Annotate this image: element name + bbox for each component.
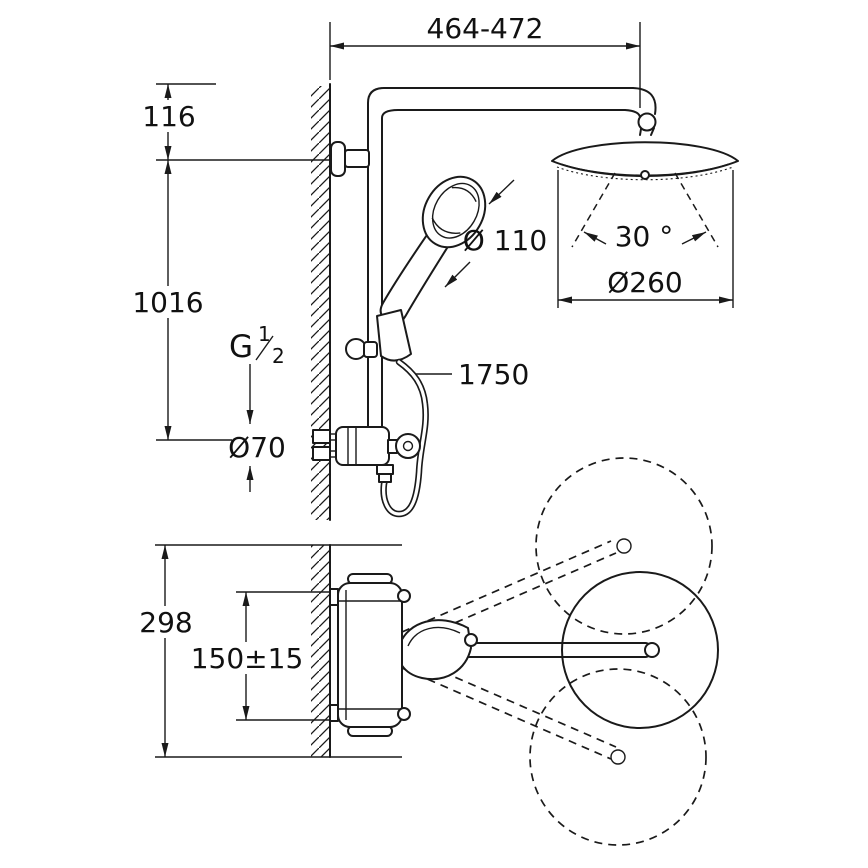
swivel-radius-upper <box>535 457 713 635</box>
thread-letter: G <box>229 329 253 365</box>
dim-height-lower-label: 298 <box>139 606 192 639</box>
dim-hand-shower-label: Ø 110 <box>463 224 547 257</box>
thermostat-valve-side <box>329 573 411 737</box>
thread-denominator: 2 <box>272 344 285 368</box>
swivel-radius-lower <box>529 668 707 846</box>
hand-shower-top-view <box>397 619 478 681</box>
shower-riser-pipe <box>367 87 657 428</box>
dim-hose-length: 1750 <box>416 358 529 391</box>
dim-head-diameter: Ø260 <box>557 170 734 308</box>
hand-shower-head <box>421 175 487 249</box>
valve-body <box>335 426 390 466</box>
thermostat-valve-front <box>312 426 421 483</box>
dim-height-upper: 1016 <box>132 159 332 441</box>
dim-height-upper-label: 1016 <box>132 286 203 319</box>
supply-union-top <box>312 429 331 444</box>
swivel-radius-solid <box>561 571 719 729</box>
hose-outlet <box>376 464 394 475</box>
head-ball-joint <box>637 112 657 132</box>
dim-wall-offset-label: 116 <box>142 100 195 133</box>
swivel-arm-lower-dashed <box>401 654 617 760</box>
dim-arm-height-range-label: 150±15 <box>191 642 304 675</box>
head-shower-front <box>551 141 739 181</box>
swivel-arm-upper-dashed <box>401 540 617 646</box>
dim-arm-height-range: 150±15 <box>191 591 333 721</box>
shower-hose <box>380 358 429 518</box>
dim-escutcheon-diameter: Ø70 <box>228 431 286 492</box>
spray-angle-label: 30 ° <box>615 220 674 253</box>
dim-top-width-label: 464-472 <box>427 12 544 45</box>
holder-cone <box>376 309 412 362</box>
wall-section-lower <box>311 544 331 758</box>
dim-head-diameter-label: Ø260 <box>607 266 682 299</box>
thread-numerator: 1 <box>258 322 271 346</box>
dim-hose-length-label: 1750 <box>458 358 529 391</box>
valve-side-body <box>337 582 403 728</box>
dim-top-width: 464-472 <box>329 12 641 108</box>
dim-escutcheon-label: Ø70 <box>228 431 286 464</box>
dim-wall-offset: 116 <box>142 83 216 160</box>
thread-size-label: G 1 2 <box>229 322 285 424</box>
arm-end-joint <box>644 642 660 658</box>
spray-angle-annotation: 30 ° <box>571 172 719 253</box>
hand-shower-holder <box>345 309 412 362</box>
dim-hand-shower-diameter: Ø 110 <box>444 179 547 288</box>
dim-height-lower: 298 <box>139 544 402 758</box>
valve-knob <box>395 433 421 459</box>
supply-union-bottom <box>312 446 331 461</box>
hand-shower <box>379 175 487 325</box>
top-wall-bracket <box>330 141 370 177</box>
